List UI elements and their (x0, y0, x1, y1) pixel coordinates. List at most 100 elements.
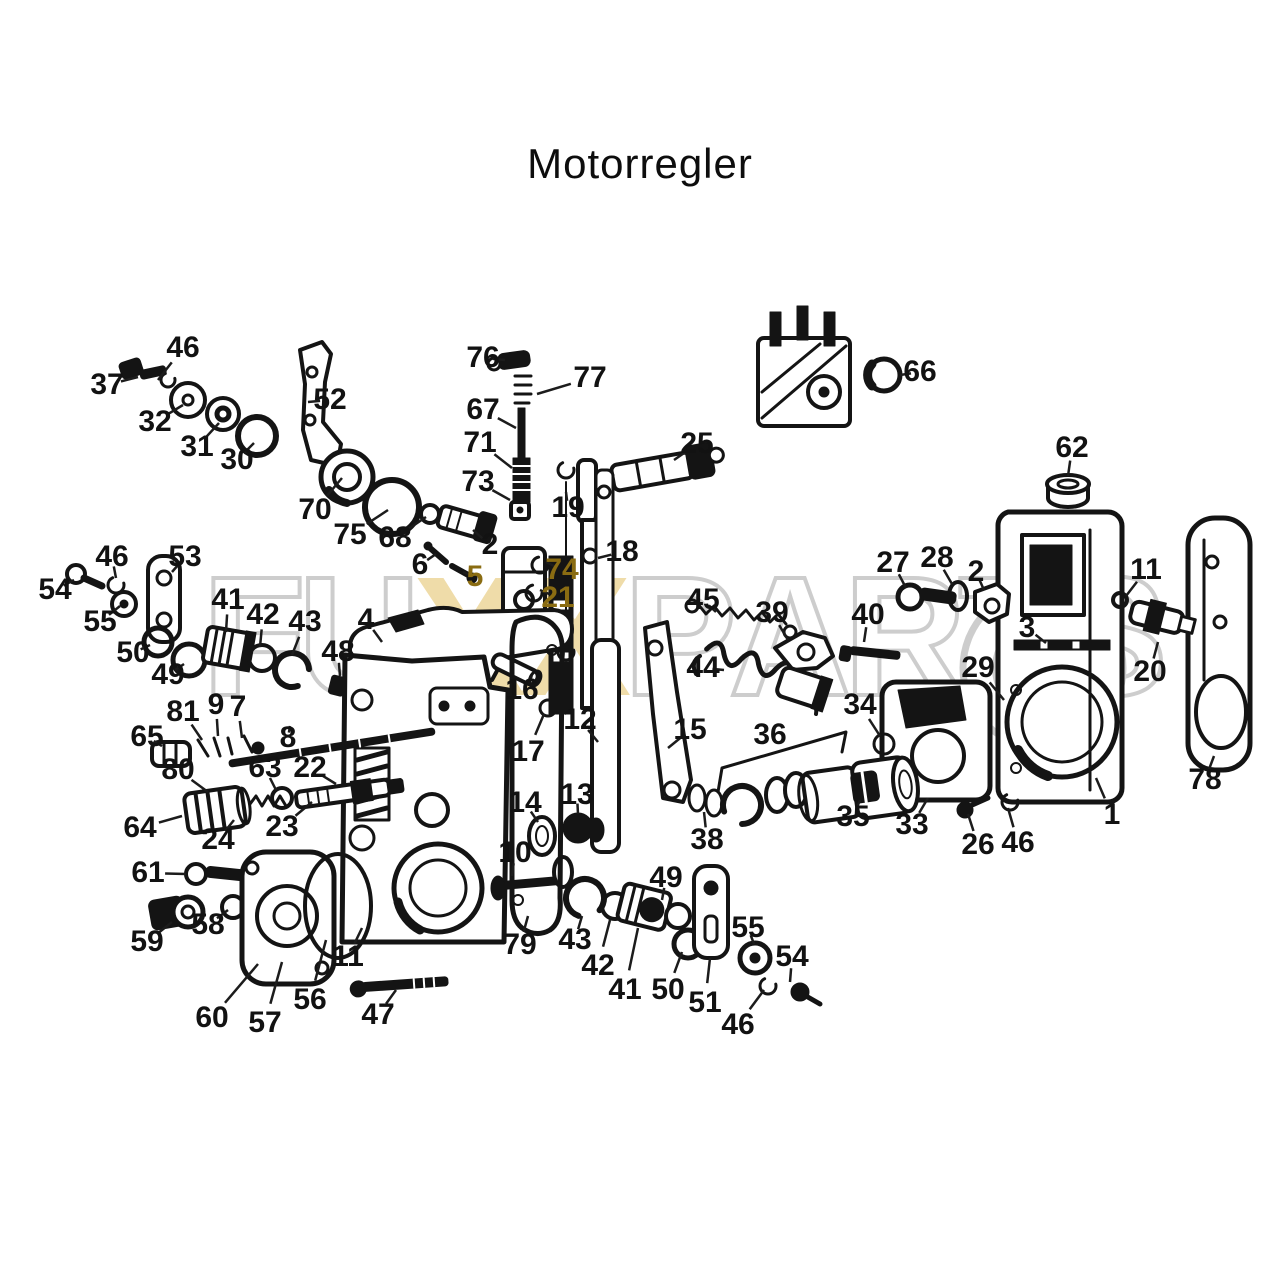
callout-37: 37 (90, 368, 124, 401)
callout-61: 61 (131, 856, 165, 889)
part-lever-39 (773, 630, 835, 713)
leader-line-16 (525, 675, 534, 685)
leader-line-53 (171, 562, 181, 573)
callout-35: 35 (836, 800, 870, 833)
part-fitting-20 (1128, 598, 1197, 635)
callout-13: 13 (560, 778, 594, 811)
leader-line-74 (545, 560, 556, 568)
leader-line-41 (627, 927, 640, 971)
callout-54: 54 (38, 573, 72, 606)
leader-line-49 (660, 887, 666, 901)
leader-line-33 (918, 797, 930, 814)
leader-line-5 (462, 570, 471, 576)
leader-line-43 (576, 915, 584, 930)
callout-43: 43 (288, 605, 322, 638)
part-link-12 (590, 468, 621, 854)
callout-34: 34 (843, 688, 877, 721)
part-assembly-36 (687, 730, 920, 827)
leader-line-28 (942, 569, 954, 585)
watermark-letter-p-4: P (621, 542, 738, 732)
leader-line-60 (224, 963, 259, 1004)
part-ring-50-left (141, 625, 175, 659)
part-gasket-56 (303, 852, 373, 960)
callout-3: 3 (1018, 611, 1036, 644)
callout-16: 16 (505, 673, 539, 706)
leader-line-43 (290, 636, 301, 656)
part-bolt-11-right (1111, 591, 1129, 609)
leader-line-73 (491, 489, 511, 502)
leader-line-19 (564, 491, 569, 501)
callout-12: 12 (563, 703, 597, 736)
leader-line-50 (673, 951, 684, 974)
callout-38: 38 (690, 823, 724, 856)
callout-48: 48 (321, 635, 355, 668)
part-spring-77 (513, 374, 533, 405)
leader-line-26 (966, 813, 975, 832)
leader-line-47 (385, 989, 398, 1005)
leader-line-44 (712, 667, 725, 672)
part-ring-34 (872, 732, 896, 756)
callout-8: 8 (279, 721, 297, 754)
callout-11: 11 (1130, 553, 1162, 586)
leader-line-63 (268, 777, 278, 791)
callout-29: 29 (961, 651, 995, 684)
part-plate-53 (146, 554, 182, 644)
callout-77: 77 (573, 361, 607, 394)
callout-6: 6 (411, 548, 429, 581)
callout-55: 55 (83, 605, 117, 638)
leader-line-14 (529, 810, 540, 823)
part-hook-46c (758, 976, 778, 996)
callout-49: 49 (649, 861, 683, 894)
leader-line-71 (493, 453, 513, 469)
callout-31: 31 (180, 430, 214, 463)
callout-46: 46 (95, 540, 129, 573)
callout-75: 75 (333, 518, 367, 551)
leader-line-35 (854, 799, 862, 810)
part-plate-51 (692, 864, 730, 960)
callout-80: 80 (161, 753, 195, 786)
callout-14: 14 (508, 786, 542, 819)
leader-line-2 (472, 529, 484, 540)
callout-42: 42 (246, 598, 280, 631)
leader-line-7 (238, 720, 244, 739)
part-bolt-54-bottom (790, 982, 823, 1007)
callout-60: 60 (195, 1001, 229, 1034)
callout-11: 11 (332, 940, 364, 973)
part-arm-15 (643, 620, 693, 804)
callout-56: 56 (293, 983, 327, 1016)
part-bolt-27 (895, 582, 957, 612)
leader-line-22 (321, 774, 337, 786)
callout-53: 53 (168, 540, 202, 573)
leader-line-46 (112, 566, 118, 579)
callout-73: 73 (461, 465, 495, 498)
leader-line-34 (867, 718, 882, 737)
leader-line-59 (157, 921, 173, 934)
part-block-65 (150, 740, 192, 768)
part-washer-14 (527, 815, 557, 857)
leader-line-4 (372, 629, 384, 643)
callout-2: 2 (967, 555, 985, 588)
callout-70: 70 (298, 493, 332, 526)
callout-25: 25 (680, 427, 714, 460)
part-bolt-47 (349, 976, 449, 998)
part-gasket-78 (1185, 515, 1253, 773)
callout-59: 59 (130, 925, 164, 958)
leader-line-24 (224, 819, 235, 832)
leader-line-56 (313, 939, 328, 981)
leader-line-27 (897, 573, 908, 589)
part-spring-71 (512, 457, 531, 503)
part-ring-17 (538, 698, 558, 718)
leader-line-9 (215, 718, 220, 737)
leader-line-29 (988, 681, 1005, 701)
leader-line-6 (426, 552, 437, 562)
callout-18: 18 (605, 535, 639, 568)
part-bolt-2-left (435, 504, 498, 545)
callout-17: 17 (511, 735, 545, 768)
part-piece-2-right (973, 582, 1011, 624)
part-washer-49-bottom (664, 902, 692, 930)
part-washer-31 (205, 396, 241, 432)
leader-line-42 (601, 919, 612, 947)
